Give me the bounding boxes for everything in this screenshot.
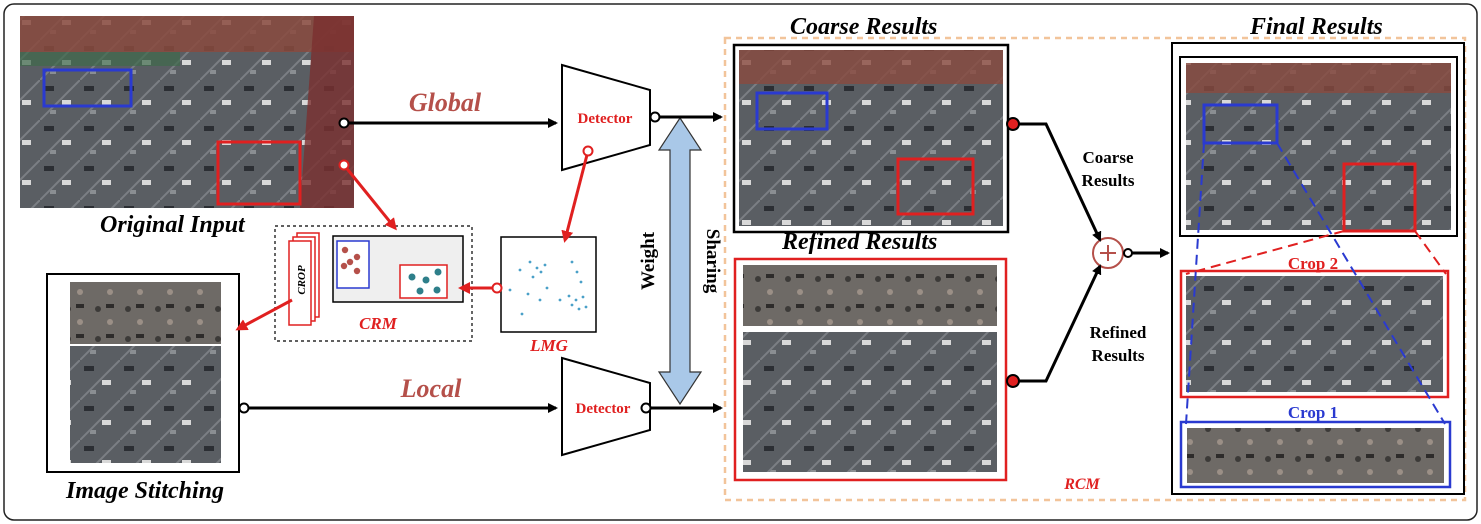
crop-to-stitching-arrow: [235, 298, 293, 331]
detector-global: [561, 63, 651, 172]
crop-label: CROP: [296, 265, 308, 295]
lmg-box: [500, 236, 597, 333]
global-label: Global: [409, 88, 482, 117]
image-stitching-title: Image Stitching: [66, 478, 225, 504]
zoom-line-red-left: [1185, 230, 1345, 275]
refined-results-title: Refined Results: [782, 229, 938, 255]
original-input-image: [20, 16, 354, 208]
zoom-line-red-right: [1414, 230, 1447, 275]
crm-label: CRM: [359, 314, 398, 333]
refined-results-label-line1: Refined: [1090, 323, 1147, 342]
zoom-line-blue-right: [1276, 142, 1446, 425]
refined-bottom-image: [743, 332, 997, 472]
detector-to-lmg-arrow: [561, 150, 590, 243]
rcm-label: RCM: [1063, 476, 1100, 493]
refined-top-image: [743, 265, 997, 326]
final-results-title: Final Results: [1250, 14, 1383, 40]
sharing-label: Sharing: [702, 229, 723, 294]
coarse-results-label-line2: Results: [1082, 171, 1135, 190]
weight-sharing-arrow: [657, 116, 703, 406]
final-red-box: [1342, 162, 1417, 233]
blue-roi-box: [42, 68, 133, 108]
lmg-label: LMG: [529, 336, 569, 355]
weight-label: Weight: [638, 231, 659, 290]
coarse-results-title: Coarse Results: [790, 14, 938, 40]
input-to-crm-arrow: [342, 164, 397, 231]
crop1-label: Crop 1: [1288, 403, 1338, 422]
red-roi-box: [216, 140, 302, 206]
stitched-crop-top: [70, 282, 221, 344]
detector-global-label: Detector: [578, 111, 633, 127]
coarse-to-sum-arrow: [1014, 122, 1102, 242]
local-label: Local: [400, 374, 462, 403]
refined-to-sum-arrow: [1014, 264, 1102, 383]
crop2-image: [1186, 276, 1443, 392]
detector-local: [561, 356, 651, 457]
final-blue-box: [1202, 103, 1279, 145]
red-dots: [340, 246, 361, 275]
outer-border: [3, 3, 1478, 521]
refined-results-label-line2: Results: [1092, 346, 1145, 365]
coarse-results-label-line1: Coarse: [1083, 148, 1134, 167]
coarse-red-box: [896, 157, 975, 216]
crop-stack: [288, 232, 320, 326]
detector-local-label: Detector: [576, 401, 631, 417]
crop1-image: [1187, 428, 1444, 483]
coarse-blue-box: [755, 91, 829, 131]
original-input-title: Original Input: [100, 212, 245, 238]
stitched-crop-bottom: [70, 346, 221, 463]
teal-dots: [408, 268, 442, 295]
connector-dots: [238, 111, 1133, 414]
lmg-points: [508, 260, 588, 316]
crop2-label: Crop 2: [1288, 254, 1338, 273]
